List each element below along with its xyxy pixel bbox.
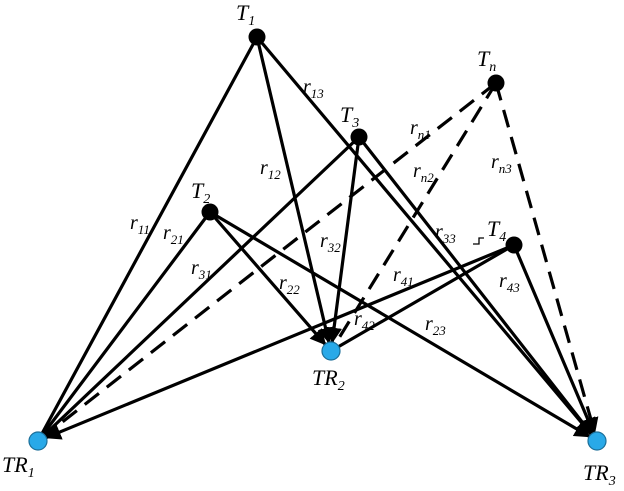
node-label-tr2-base: TR — [312, 365, 338, 390]
edge-label-r33: r33 — [435, 221, 456, 246]
node-label-t3-base: T — [340, 102, 354, 127]
edge-t4-tr3 — [512, 243, 596, 435]
node-label-tn: Tn — [477, 46, 496, 75]
edges-layer — [36, 35, 599, 443]
edge-label-r31-base: r — [191, 257, 199, 279]
edge-label-rn2-subscript: n2 — [421, 170, 435, 185]
edge-label-r32-base: r — [320, 230, 328, 252]
step-mark — [473, 237, 484, 245]
edge-t3-tr3 — [357, 135, 594, 436]
edge-label-r32-subscript: 32 — [327, 240, 342, 255]
tag-node-tn — [487, 74, 505, 92]
node-label-tr3-base: TR — [583, 460, 609, 485]
edge-label-r13: r13 — [303, 76, 324, 101]
edge-label-r31: r31 — [191, 257, 212, 282]
nodes-layer — [28, 28, 607, 451]
node-label-tn-base: T — [477, 46, 491, 71]
edge-label-r11-subscript: 11 — [138, 222, 150, 237]
tag-node-t4 — [505, 236, 523, 254]
edge-label-r31-subscript: 31 — [198, 267, 212, 282]
edge-label-r43-base: r — [499, 270, 507, 292]
edge-label-r33-base: r — [435, 221, 443, 243]
edge-label-r23-base: r — [425, 313, 433, 335]
labels-layer: r11r12r13r21r22r23r31r32r33r41r42r43rn1r… — [2, 0, 616, 489]
edge-label-r42-base: r — [354, 308, 362, 330]
edge-label-r13-base: r — [303, 76, 311, 98]
edge-tn-tr1 — [37, 81, 497, 443]
edge-label-rn3-subscript: n3 — [499, 161, 513, 176]
edge-label-r22-subscript: 22 — [287, 282, 301, 297]
node-label-tr1-subscript: 1 — [28, 466, 35, 481]
node-label-t3: T3 — [340, 102, 359, 131]
node-label-t4-subscript: 4 — [499, 230, 506, 245]
edge-label-r22-base: r — [279, 272, 287, 294]
edge-label-r33-subscript: 33 — [442, 231, 457, 246]
node-label-tr1-base: TR — [2, 452, 28, 477]
edge-label-rn1-base: r — [410, 117, 418, 139]
edge-label-rn3-base: r — [491, 151, 499, 173]
edge-t2-tr1 — [36, 210, 212, 443]
edge-label-rn2: rn2 — [413, 160, 434, 185]
edge-label-r23: r23 — [425, 313, 446, 338]
tag-node-t3 — [350, 128, 368, 146]
edge-label-r43-subscript: 43 — [507, 280, 521, 295]
edge-tn-tr3 — [494, 82, 599, 434]
edge-label-r42-subscript: 42 — [362, 318, 376, 333]
edge-t3-tr2 — [326, 135, 361, 344]
edge-t1-tr2 — [255, 35, 334, 344]
edge-label-rn1-subscript: n1 — [418, 127, 431, 142]
node-label-tr2-subscript: 2 — [338, 379, 345, 394]
node-label-t2: T2 — [191, 178, 210, 207]
node-label-t3-subscript: 3 — [351, 116, 359, 131]
node-label-tr3: TR3 — [583, 460, 616, 489]
edge-label-r41: r41 — [393, 264, 414, 289]
edge-label-r12-subscript: 12 — [268, 167, 282, 182]
edge-label-r22: r22 — [279, 272, 300, 297]
edge-t1-tr1 — [36, 35, 259, 443]
node-label-t1-subscript: 1 — [248, 14, 255, 29]
reader-node-tr2 — [321, 341, 341, 361]
tag-node-t2 — [201, 203, 219, 221]
node-label-tn-subscript: n — [489, 60, 496, 75]
edge-label-r42: r42 — [354, 308, 375, 333]
node-label-tr2: TR2 — [312, 365, 345, 394]
edge-label-r32: r32 — [320, 230, 341, 255]
edge-tn-tr2 — [329, 82, 498, 352]
edge-t2-tr2 — [208, 210, 327, 346]
edge-label-r43: r43 — [499, 270, 520, 295]
edge-label-r21: r21 — [163, 222, 184, 247]
node-label-t1: T1 — [236, 0, 255, 29]
node-label-t2-subscript: 2 — [203, 192, 210, 207]
edge-t4-tr1 — [44, 243, 516, 440]
edge-label-r41-base: r — [393, 264, 401, 286]
edge-label-rn3: rn3 — [491, 151, 512, 176]
edge-label-rn1: rn1 — [410, 117, 431, 142]
edge-t2-tr3 — [208, 210, 591, 439]
edge-t1-tr3 — [255, 35, 593, 436]
edge-label-r13-subscript: 13 — [311, 86, 325, 101]
edge-label-r11-base: r — [130, 212, 138, 234]
reader-node-tr1 — [28, 431, 48, 451]
edge-t3-tr1 — [36, 135, 361, 443]
node-label-t2-base: T — [191, 178, 205, 203]
reader-node-tr3 — [587, 431, 607, 451]
node-label-tr3-subscript: 3 — [608, 474, 616, 489]
edge-label-r23-subscript: 23 — [433, 323, 447, 338]
node-label-t1-base: T — [236, 0, 250, 25]
edge-label-r21-subscript: 21 — [171, 232, 184, 247]
edge-label-r21-base: r — [163, 222, 171, 244]
edge-label-r41-subscript: 41 — [401, 274, 414, 289]
node-label-t4-base: T — [487, 216, 501, 241]
tag-node-t1 — [248, 28, 266, 46]
edge-label-rn2-base: r — [413, 160, 421, 182]
node-label-t4: T4 — [487, 216, 506, 245]
edge-label-r11: r11 — [130, 212, 150, 237]
node-label-tr1: TR1 — [2, 452, 35, 481]
edge-t4-tr2 — [329, 243, 516, 353]
edge-label-r12-base: r — [260, 157, 268, 179]
edge-label-r12: r12 — [260, 157, 281, 182]
